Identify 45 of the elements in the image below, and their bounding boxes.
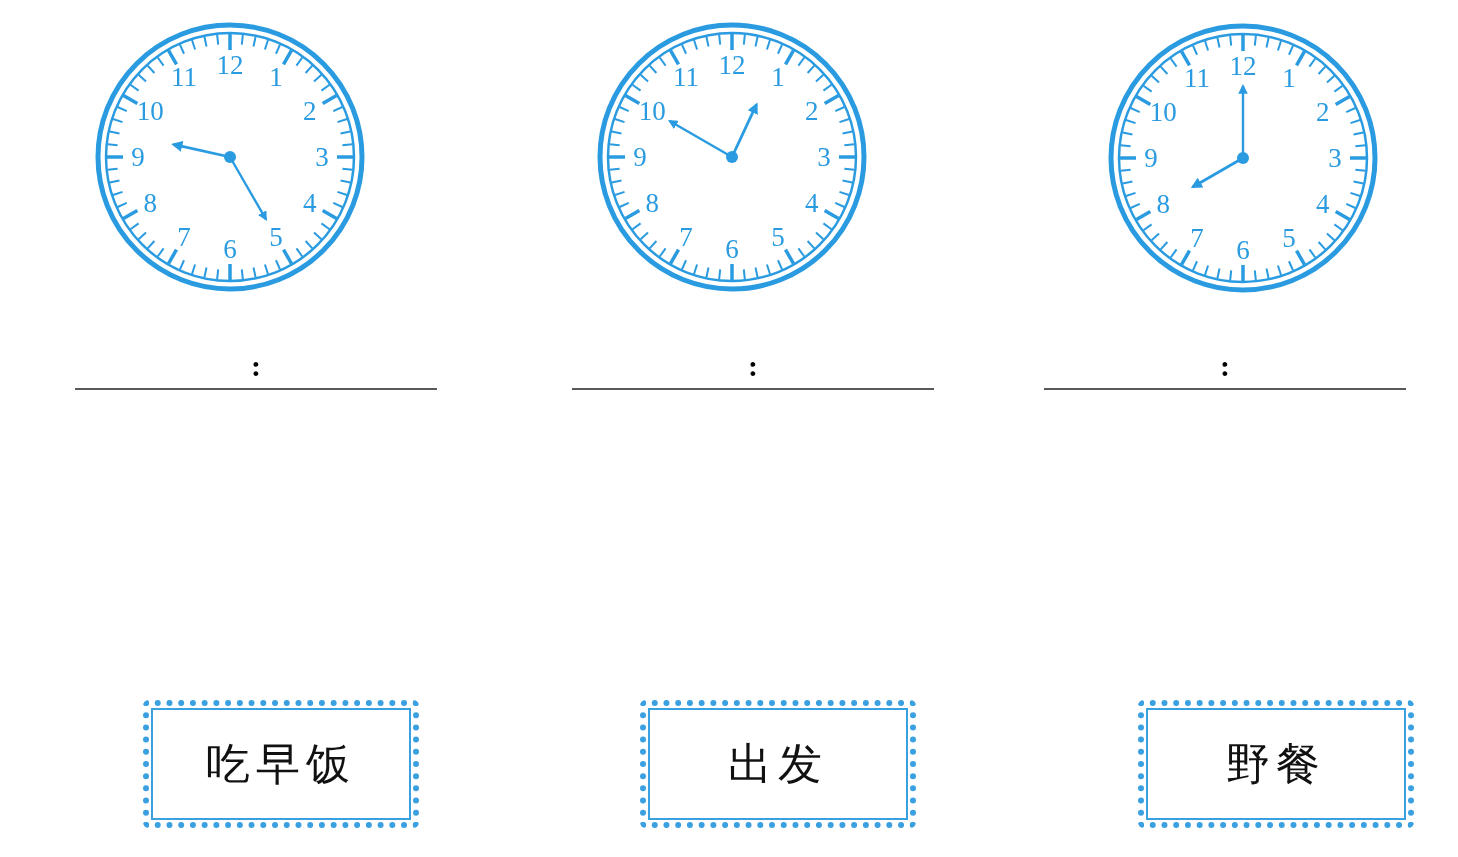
clock-numeral: 8 (1156, 190, 1171, 218)
clock-numeral: 4 (302, 189, 317, 217)
clock-numeral: 6 (1236, 236, 1250, 264)
clock-numeral: 10 (1149, 98, 1177, 126)
label-card (640, 700, 916, 828)
clock-numeral: 12 (718, 51, 746, 79)
clock-numeral: 2 (1315, 98, 1330, 126)
clock-numeral: 5 (771, 223, 785, 251)
clock-numeral: 8 (143, 189, 158, 217)
clock-numeral: 11 (171, 63, 197, 91)
activity-label: 野餐 (1226, 736, 1326, 791)
clock-numeral: 12 (216, 51, 244, 79)
time-colon: : (748, 351, 758, 381)
clock-numeral: 11 (1184, 64, 1210, 92)
clock-numeral: 5 (1282, 224, 1296, 252)
clock-numeral: 2 (804, 97, 819, 125)
clock-numeral: 9 (131, 143, 145, 171)
clock-numeral: 5 (269, 223, 283, 251)
clock-numeral: 1 (269, 63, 283, 91)
activity-label: 吃早饭 (206, 736, 356, 791)
clock-numeral: 7 (177, 223, 191, 251)
clock-numeral: 1 (1282, 64, 1296, 92)
clock-numeral: 9 (1144, 144, 1158, 172)
clock-numeral: 10 (638, 97, 666, 125)
clock-numeral: 9 (633, 143, 647, 171)
clock-numeral: 6 (725, 235, 739, 263)
clock-numeral: 1 (771, 63, 785, 91)
activity-label: 出发 (728, 736, 828, 791)
clock-numeral: 3 (1328, 144, 1342, 172)
clock-numeral: 3 (817, 143, 831, 171)
clock-numeral: 4 (1315, 190, 1330, 218)
clock-numeral: 10 (136, 97, 164, 125)
time-colon: : (1220, 351, 1230, 381)
clock-numeral: 7 (1190, 224, 1204, 252)
clock-numeral: 3 (315, 143, 329, 171)
clock-numeral: 8 (645, 189, 660, 217)
label-card (143, 700, 419, 828)
clock-numeral: 6 (223, 235, 237, 263)
clock-numeral: 12 (1229, 52, 1257, 80)
clock-numeral: 11 (673, 63, 699, 91)
clock-numeral: 2 (302, 97, 317, 125)
clock-numeral: 4 (804, 189, 819, 217)
label-card (1138, 700, 1414, 828)
clock-numeral: 7 (679, 223, 693, 251)
time-colon: : (251, 351, 261, 381)
